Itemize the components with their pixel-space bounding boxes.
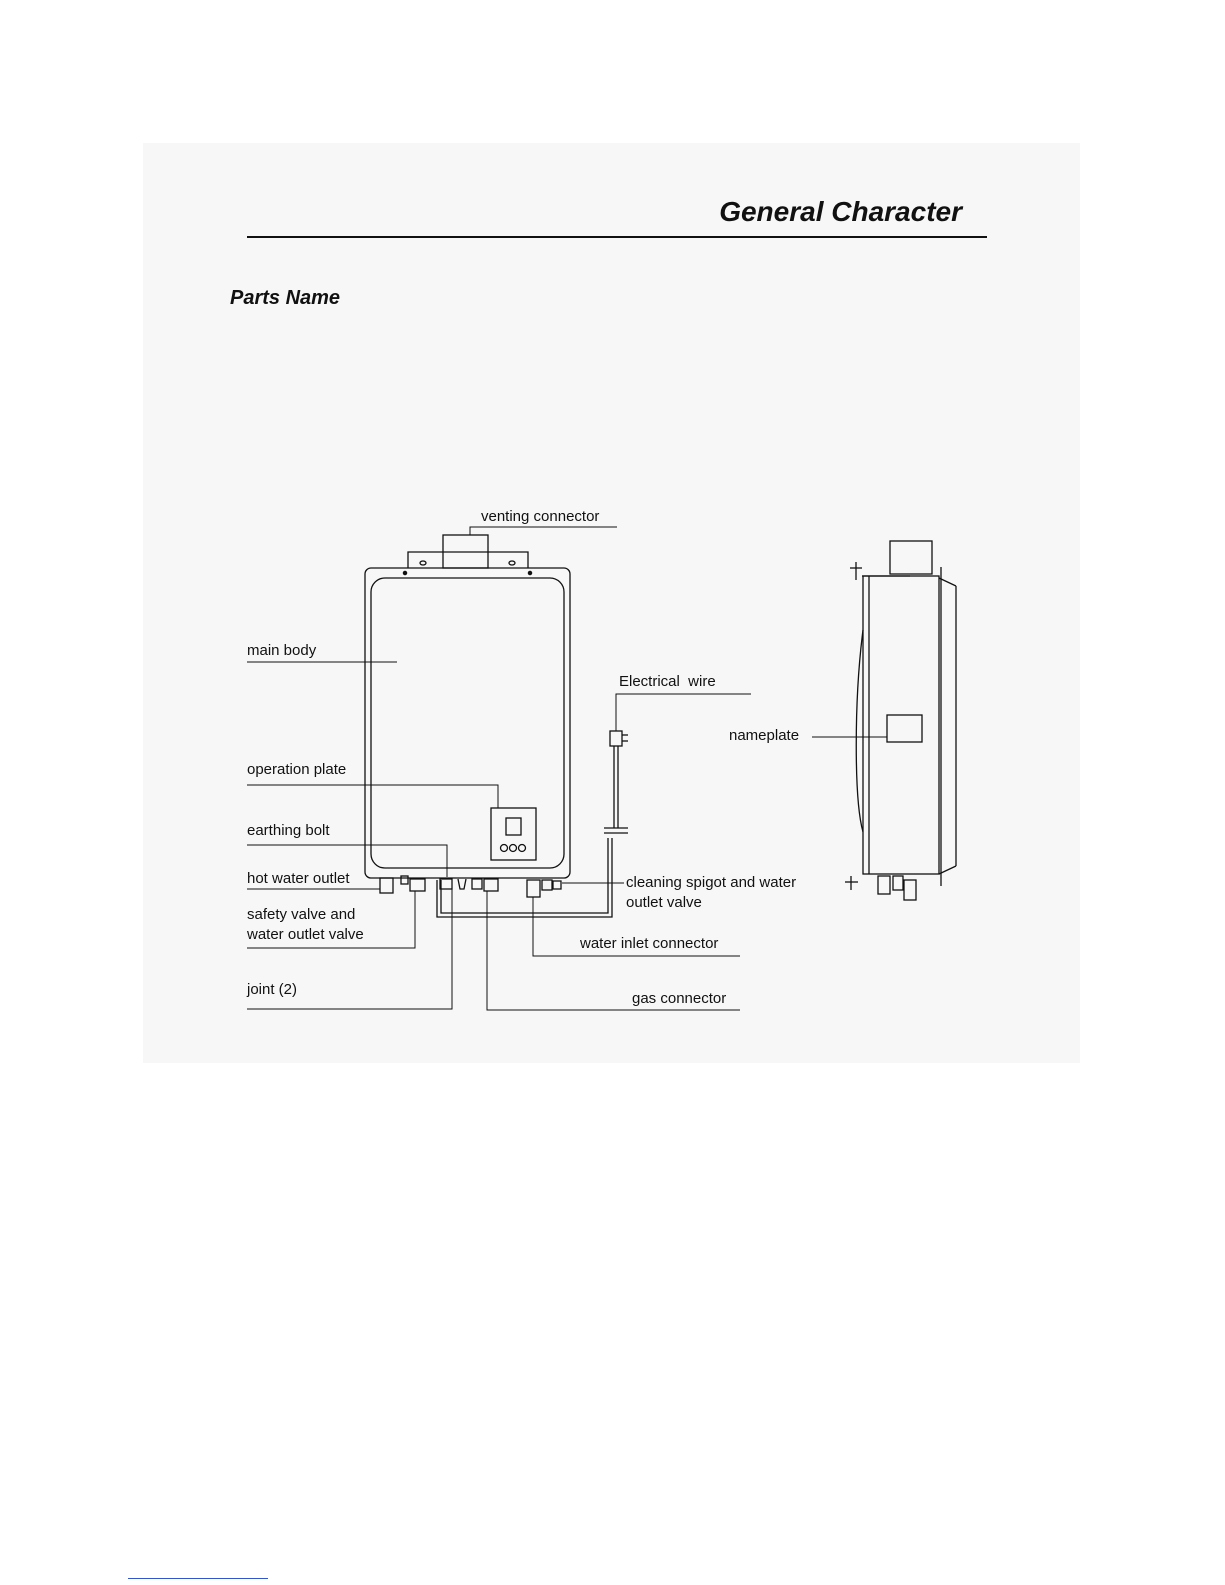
front-panel xyxy=(371,578,564,868)
label-cleaning-spigot-line2: outlet valve xyxy=(626,893,702,913)
label-hot-water-outlet: hot water outlet xyxy=(247,869,350,889)
side-body-shape xyxy=(863,576,939,874)
label-main-body: main body xyxy=(247,641,316,661)
leader-operation-plate xyxy=(247,785,498,808)
label-cleaning-spigot-line1: cleaning spigot and water xyxy=(626,873,796,893)
main-body-shape xyxy=(365,568,570,878)
label-operation-plate: operation plate xyxy=(247,760,346,780)
mounting-bracket xyxy=(408,552,528,568)
front-view xyxy=(365,535,628,917)
gas-connector-fitting xyxy=(484,879,498,891)
side-view xyxy=(845,541,956,900)
plug-shape xyxy=(610,731,622,746)
water-inlet-fitting xyxy=(527,880,540,897)
label-electrical-wire: Electrical wire xyxy=(619,672,716,692)
hot-water-outlet-fitting xyxy=(380,878,393,893)
leader-venting-connector xyxy=(470,527,617,535)
label-safety-valve-line1: safety valve and xyxy=(247,905,355,925)
joint-fitting xyxy=(458,879,466,889)
nameplate-shape xyxy=(887,715,922,742)
label-safety-valve-line2: water outlet valve xyxy=(247,925,364,945)
label-water-inlet-connector: water inlet connector xyxy=(580,934,718,954)
footer-link-underline xyxy=(128,1578,268,1579)
label-gas-connector: gas connector xyxy=(632,989,726,1009)
operation-plate-shape xyxy=(491,808,536,860)
label-joint: joint (2) xyxy=(247,980,297,1000)
label-earthing-bolt: earthing bolt xyxy=(247,821,330,841)
side-venting-connector xyxy=(890,541,932,574)
label-nameplate: nameplate xyxy=(729,726,799,746)
label-venting-connector: venting connector xyxy=(481,507,599,527)
